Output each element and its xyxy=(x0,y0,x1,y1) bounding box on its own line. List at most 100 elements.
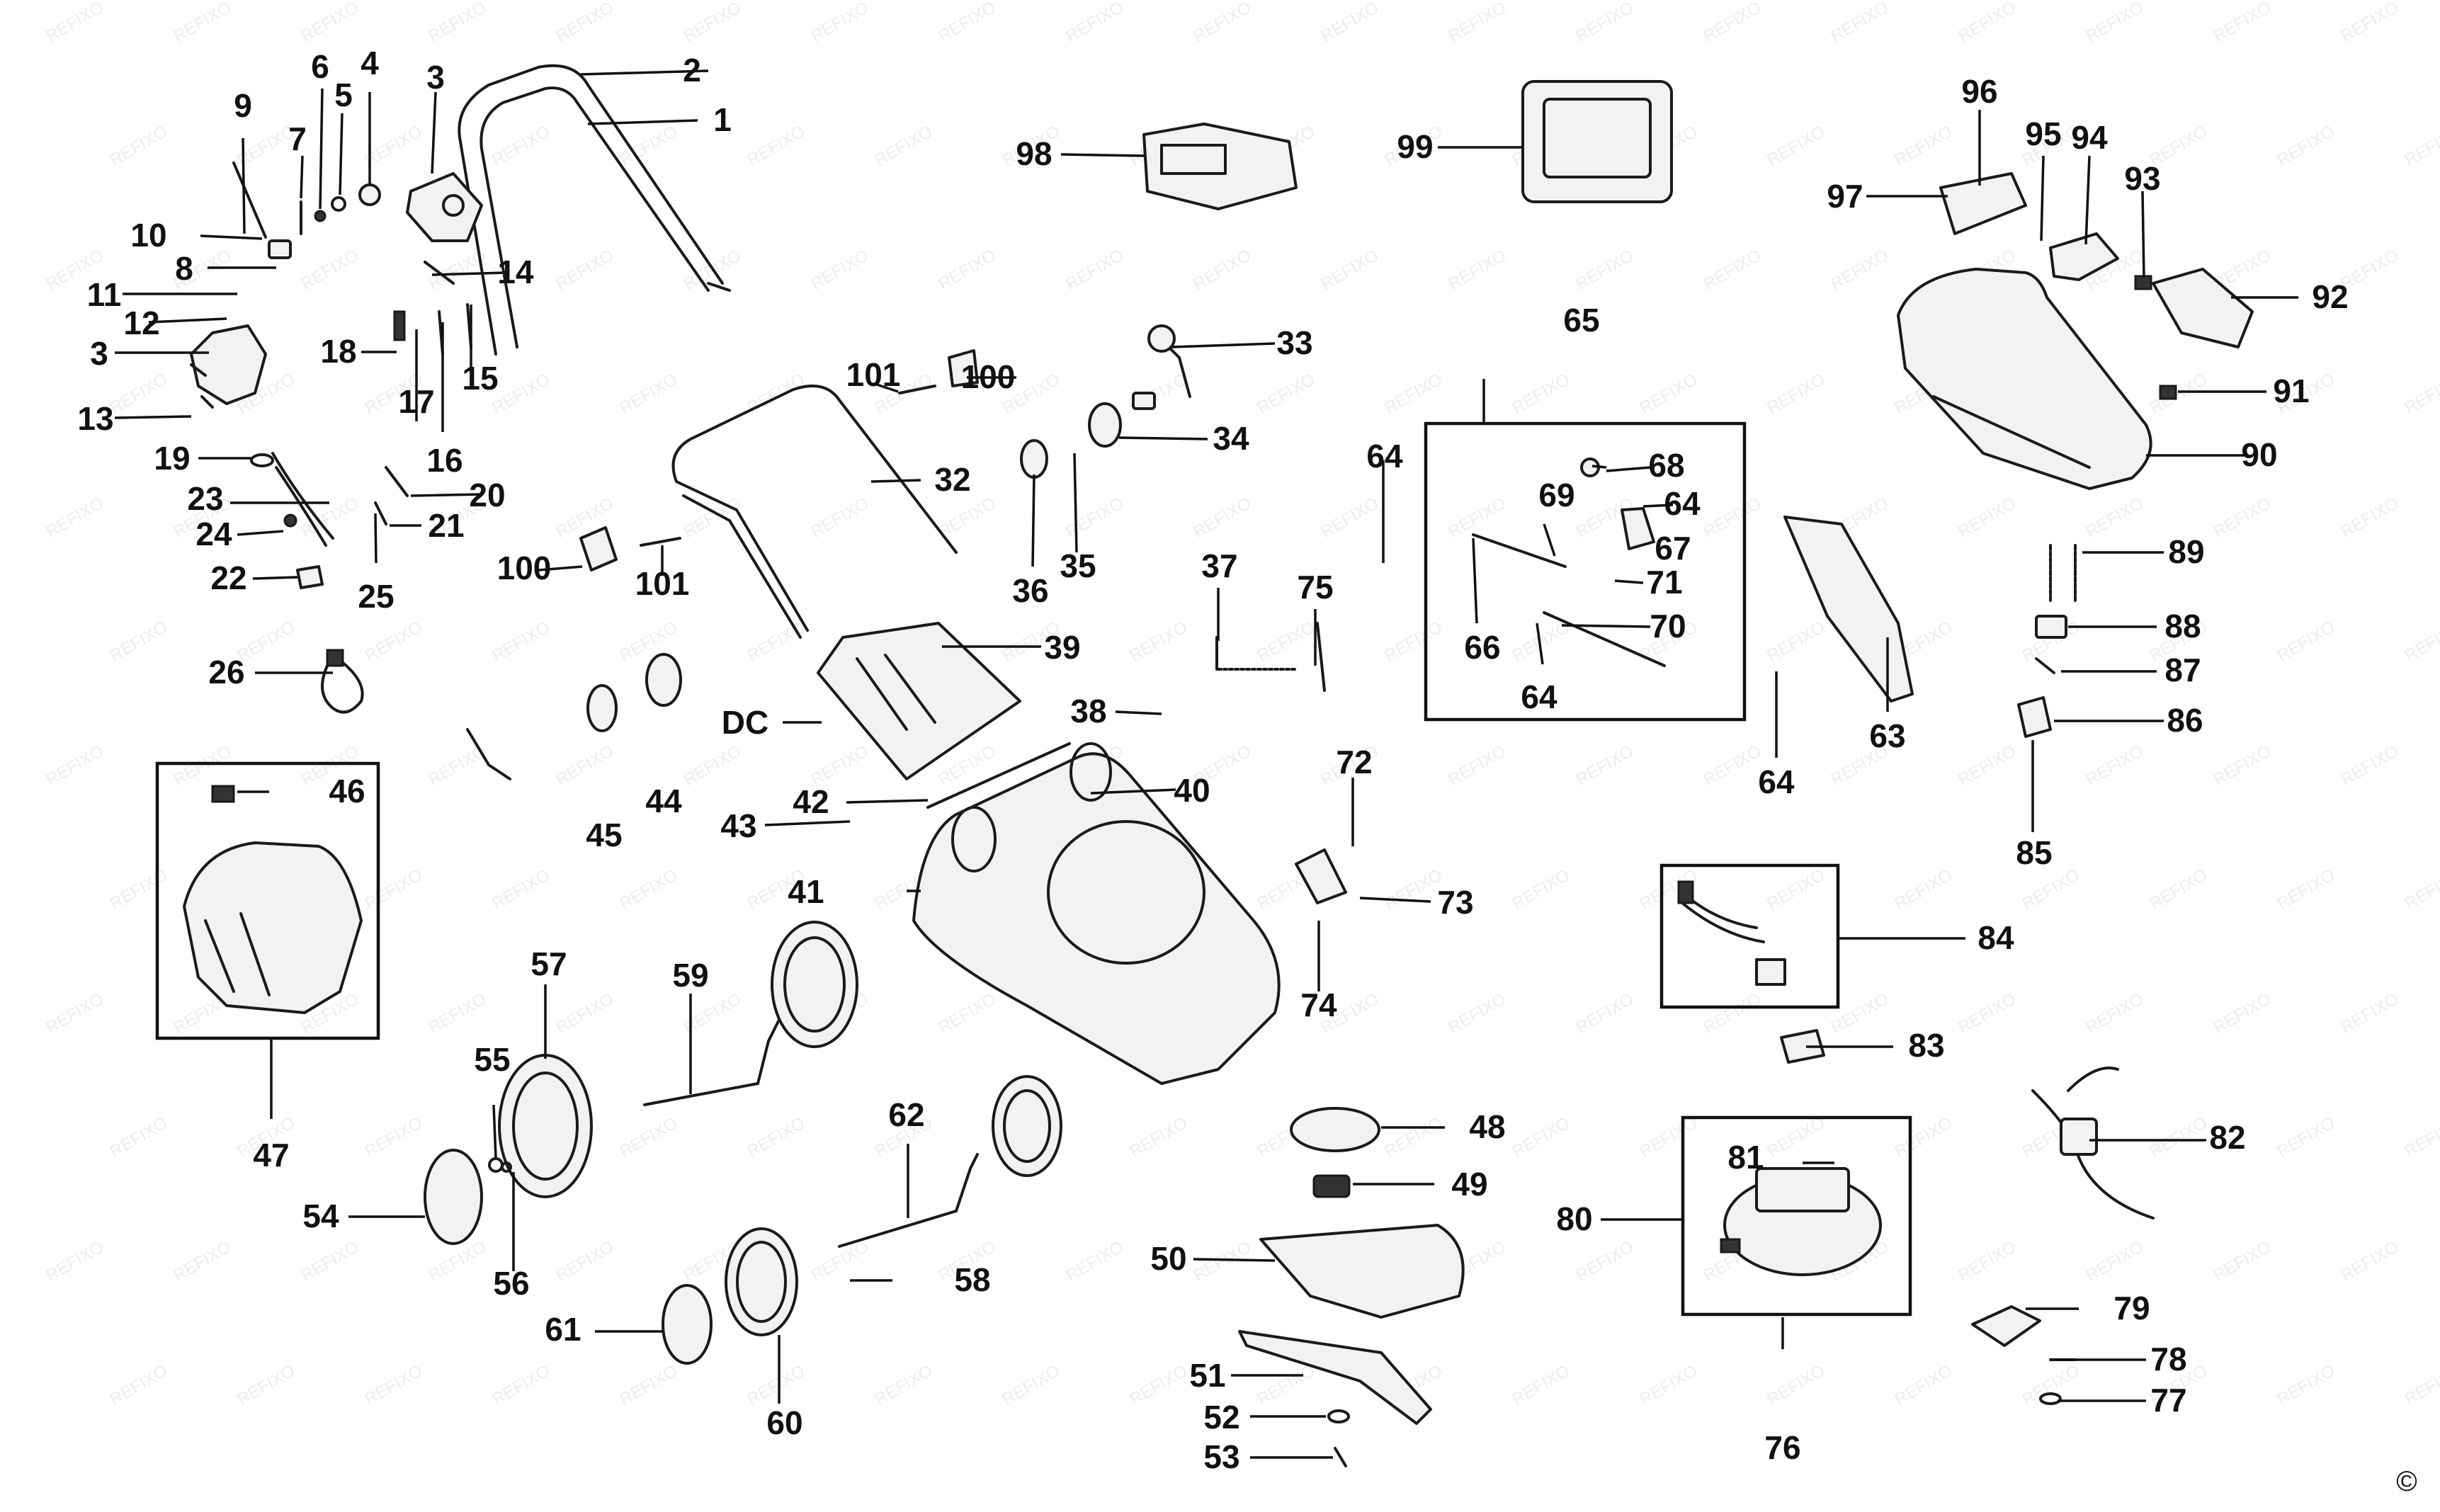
watermark-text: REFIXO xyxy=(170,0,234,46)
callout-64-top: 64 xyxy=(1366,438,1403,474)
fan-drawing xyxy=(1290,1107,1380,1152)
callout-63: 63 xyxy=(1869,717,1905,754)
callout-65: 65 xyxy=(1563,302,1599,339)
watermark-text: REFIXO xyxy=(1700,989,1764,1038)
watermark-text: REFIXO xyxy=(1126,1113,1191,1161)
watermark-text: REFIXO xyxy=(2210,494,2274,542)
front-hubcap-drawing xyxy=(662,1284,713,1365)
watermark-text: REFIXO xyxy=(616,1361,681,1409)
watermark-text: REFIXO xyxy=(552,0,617,46)
callout-90: 90 xyxy=(2241,436,2277,473)
watermark-text: REFIXO xyxy=(1636,370,1701,418)
deck-drawing xyxy=(912,742,1281,1085)
callout-43: 43 xyxy=(720,807,756,844)
watermark-text: REFIXO xyxy=(807,1237,872,1285)
callout-73: 73 xyxy=(1437,884,1473,921)
watermark-text: REFIXO xyxy=(871,122,936,170)
callout-58: 58 xyxy=(954,1261,990,1298)
callout-5: 5 xyxy=(334,76,353,113)
watermark-text: REFIXO xyxy=(1955,989,2019,1038)
blade-drawing xyxy=(1238,1330,1432,1425)
callout-70: 70 xyxy=(1650,608,1686,644)
callout-99: 99 xyxy=(1397,128,1433,165)
watermark-text: REFIXO xyxy=(1062,0,1127,46)
watermark-text: REFIXO xyxy=(680,741,744,790)
watermark-text: REFIXO xyxy=(425,989,489,1038)
watermark-text: REFIXO xyxy=(2401,618,2440,666)
watermark-text: REFIXO xyxy=(807,494,872,542)
watermark-text: REFIXO xyxy=(1190,1237,1254,1285)
charger-drawing xyxy=(1521,80,1673,203)
watermark-text: REFIXO xyxy=(1190,0,1254,46)
callout-15: 15 xyxy=(462,360,498,397)
cover-part-drawing xyxy=(2152,268,2254,348)
callout-17: 17 xyxy=(398,383,434,420)
callout-9: 9 xyxy=(234,87,252,124)
watermark-text: REFIXO xyxy=(106,865,171,914)
watermark-text: REFIXO xyxy=(170,1237,234,1285)
callout-56: 56 xyxy=(493,1265,529,1302)
watermark-text: REFIXO xyxy=(1955,494,2019,542)
callout-64-box-bottom: 64 xyxy=(1521,678,1557,715)
linkage-kit-frame xyxy=(1424,421,1747,722)
copyright-mark: © xyxy=(2396,1466,2417,1497)
watermark-text: REFIXO xyxy=(297,246,362,294)
callout-6: 6 xyxy=(311,48,329,85)
watermark-text: REFIXO xyxy=(552,1237,617,1285)
watermark-text: REFIXO xyxy=(1764,370,1828,418)
watermark-text: REFIXO xyxy=(871,1361,936,1409)
callout-4: 4 xyxy=(361,45,379,81)
callout-33: 33 xyxy=(1276,324,1312,361)
watermark-text: REFIXO xyxy=(2210,1237,2274,1285)
callout-1: 1 xyxy=(713,101,732,138)
watermark-text: REFIXO xyxy=(1827,246,1892,294)
rear-hubcap-drawing xyxy=(424,1149,483,1245)
callout-49: 49 xyxy=(1451,1166,1487,1203)
watermark-text: REFIXO xyxy=(1381,370,1446,418)
callout-64-right: 64 xyxy=(1758,763,1795,800)
callout-76: 76 xyxy=(1764,1429,1800,1466)
callout-71: 71 xyxy=(1646,564,1682,601)
watermark-text: REFIXO xyxy=(106,618,171,666)
callout-100-lower: 100 xyxy=(497,550,552,586)
capacitor-drawing xyxy=(1971,1305,2041,1347)
callout-18: 18 xyxy=(320,333,356,370)
watermark-text: REFIXO xyxy=(1764,1113,1828,1161)
callout-95: 95 xyxy=(2025,115,2061,152)
watermark-text: REFIXO xyxy=(1190,494,1254,542)
watermark-text: REFIXO xyxy=(2401,122,2440,170)
callout-52: 52 xyxy=(1203,1399,1239,1436)
callout-DC: DC xyxy=(722,704,768,741)
callout-78: 78 xyxy=(2150,1341,2186,1377)
motor-kit-frame xyxy=(1681,1115,1912,1317)
watermark-text: REFIXO xyxy=(1955,0,2019,46)
callout-85: 85 xyxy=(2016,834,2052,871)
watermark-text: REFIXO xyxy=(2274,1113,2338,1161)
watermark-text: REFIXO xyxy=(552,741,617,790)
watermark-text: REFIXO xyxy=(1764,865,1828,914)
watermark-text: REFIXO xyxy=(1254,618,1318,666)
watermark-text: REFIXO xyxy=(1445,989,1509,1038)
watermark-text: REFIXO xyxy=(2019,1361,2083,1409)
watermark-text: REFIXO xyxy=(106,122,171,170)
callout-41: 41 xyxy=(788,873,824,910)
watermark-text: REFIXO xyxy=(744,1113,808,1161)
watermark-text: REFIXO xyxy=(1126,618,1191,666)
callout-21: 21 xyxy=(428,507,464,544)
watermark-text: REFIXO xyxy=(1254,1361,1318,1409)
watermark-text: REFIXO xyxy=(2401,370,2440,418)
watermark-text: REFIXO xyxy=(1764,618,1828,666)
watermark-text: REFIXO xyxy=(106,370,171,418)
watermark-text: REFIXO xyxy=(1636,1113,1701,1161)
watermark-text: REFIXO xyxy=(42,0,107,46)
watermark-text: REFIXO xyxy=(552,246,617,294)
callout-48: 48 xyxy=(1469,1108,1505,1145)
callout-42: 42 xyxy=(793,783,829,820)
watermark-text: REFIXO xyxy=(744,122,808,170)
watermark-text: REFIXO xyxy=(1509,370,1573,418)
watermark-text: REFIXO xyxy=(361,1361,426,1409)
watermark-text: REFIXO xyxy=(1572,1237,1637,1285)
watermark-text: REFIXO xyxy=(1445,0,1509,46)
watermark-text: REFIXO xyxy=(680,494,744,542)
callout-37: 37 xyxy=(1201,547,1237,584)
